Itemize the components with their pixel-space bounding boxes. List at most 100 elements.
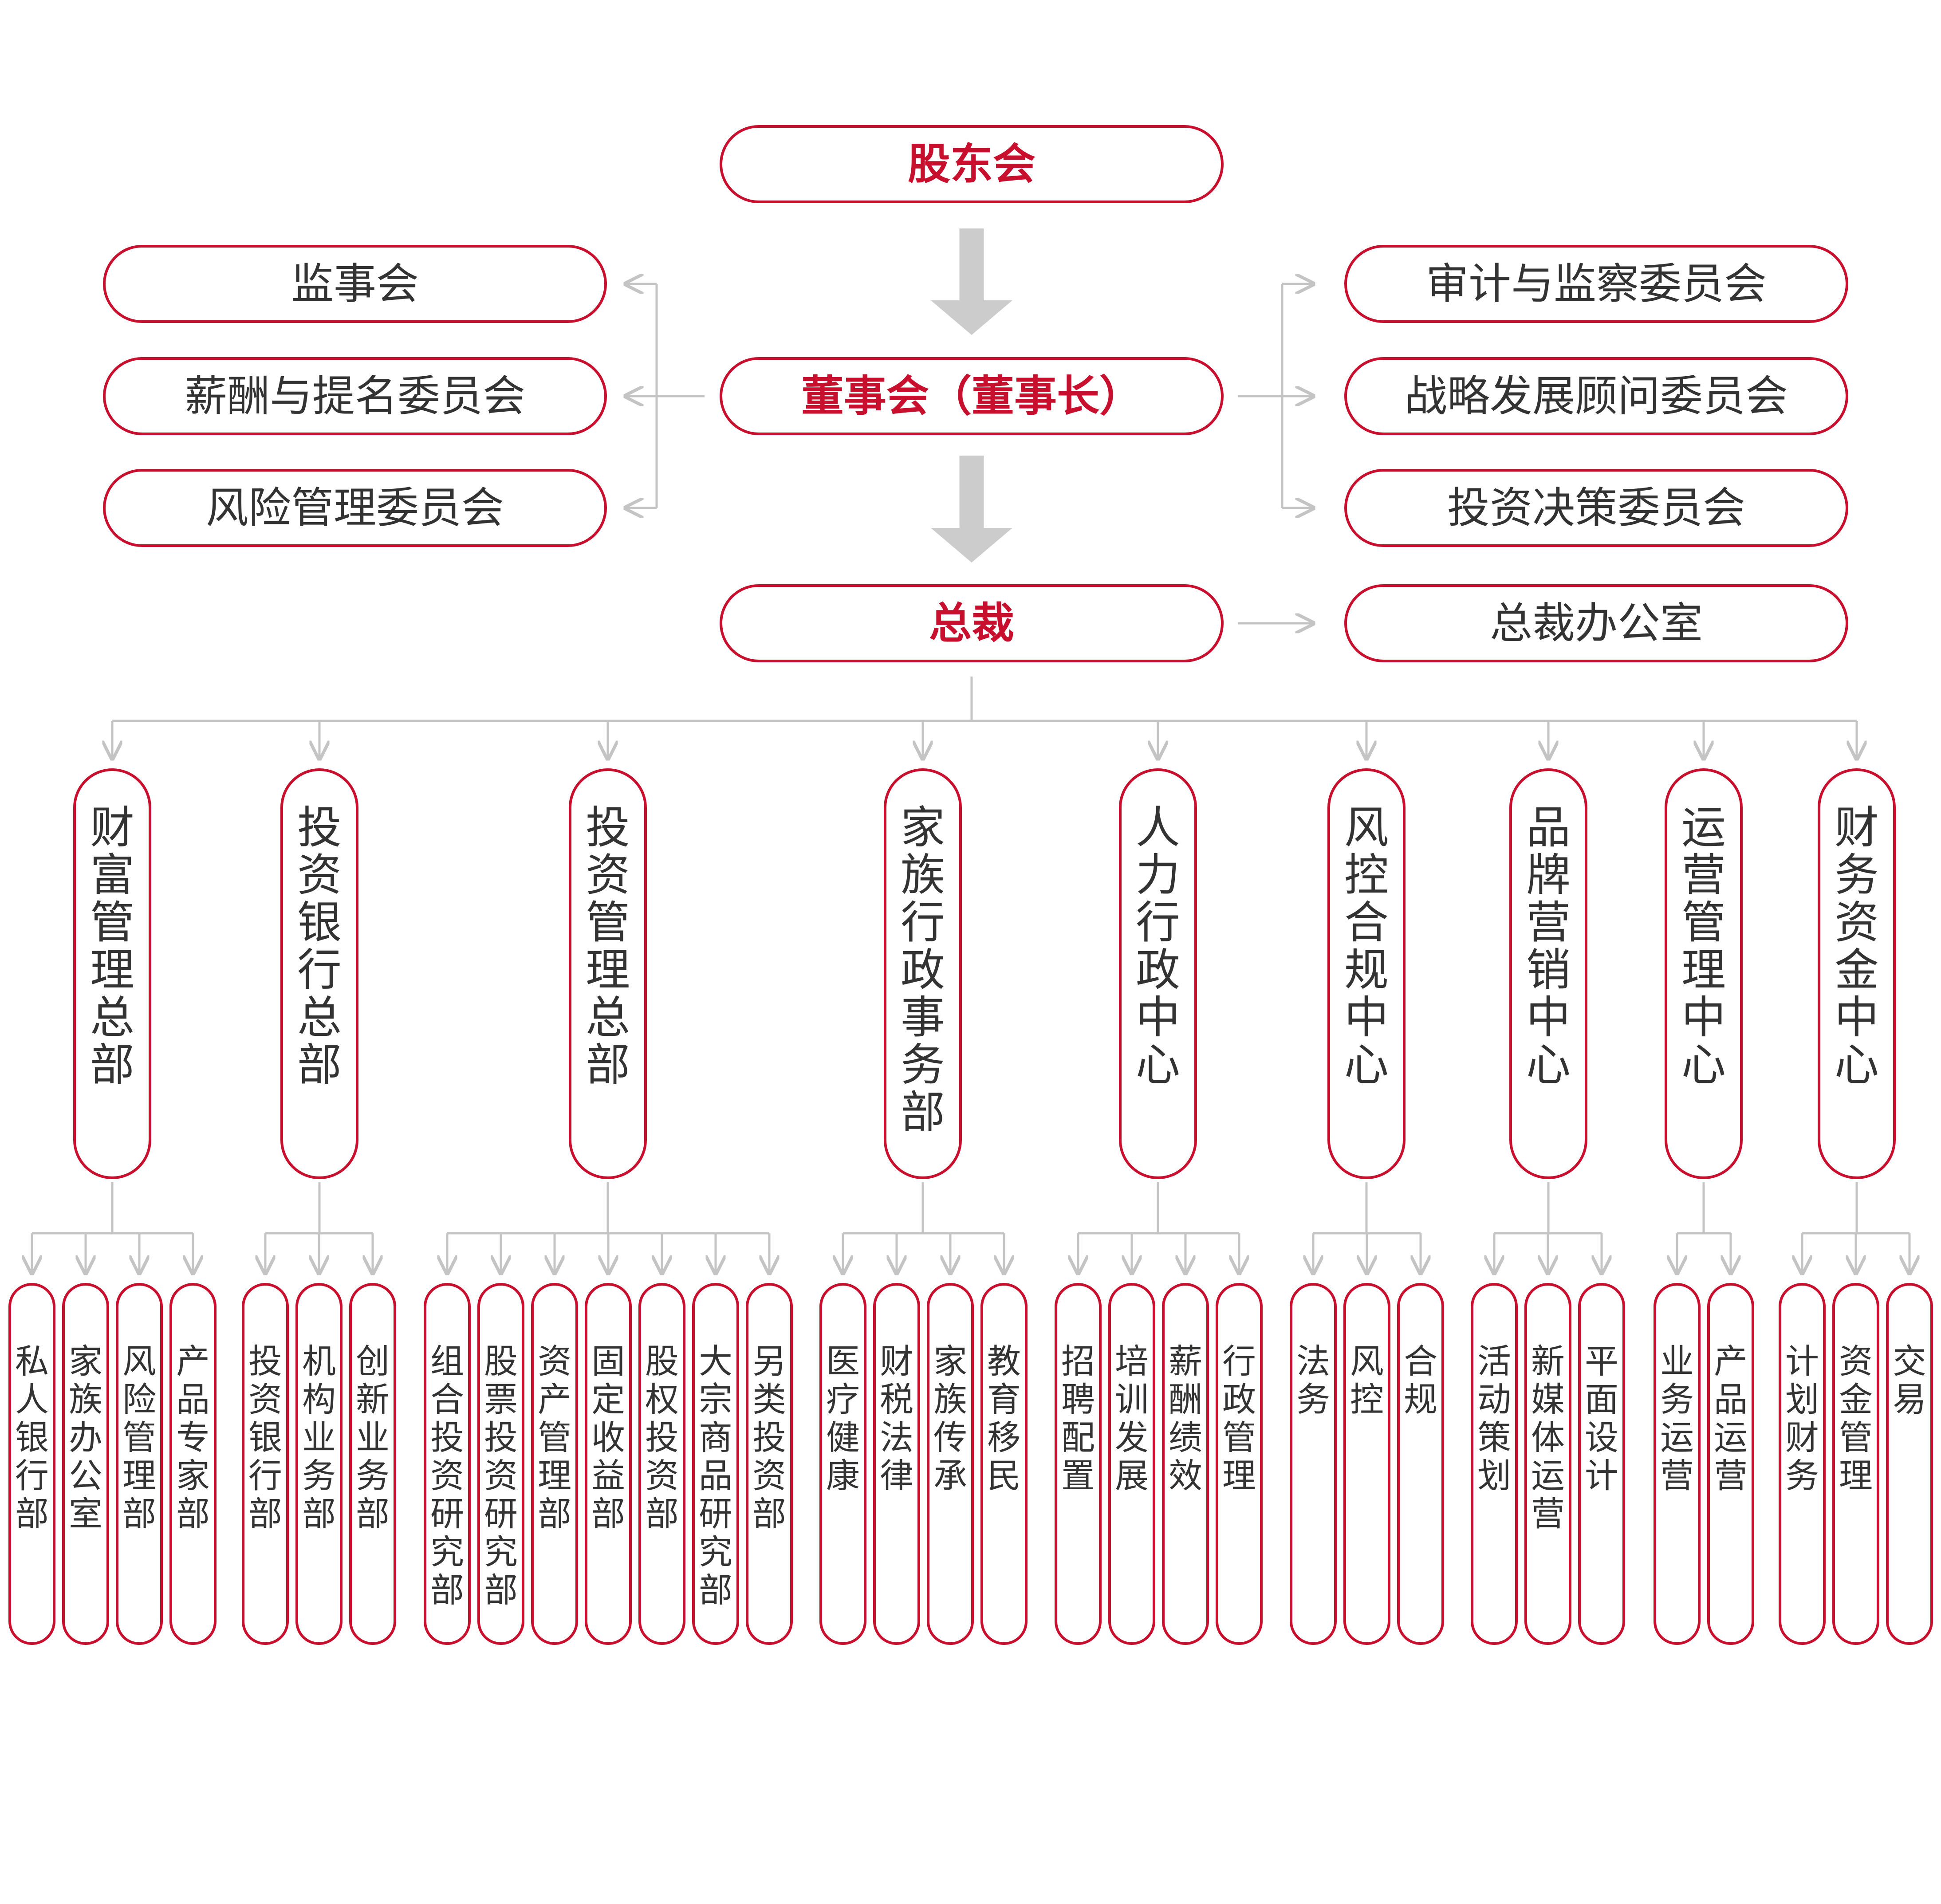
- unit-box: 创新业务部: [349, 1283, 396, 1645]
- unit-box-label: 行政管理: [1222, 1341, 1256, 1495]
- down-arrow-2: [931, 456, 1012, 563]
- left-committee-box-frame: [103, 469, 607, 547]
- division-box: 投资银行总部: [280, 768, 358, 1179]
- unit-box-label: 投资银行部: [248, 1341, 282, 1534]
- division-box-frame: [1665, 768, 1743, 1179]
- division-box-label: 家族行政事务部: [901, 802, 945, 1138]
- division-box: 风控合规中心: [1327, 768, 1406, 1179]
- unit-box: 固定收益部: [585, 1283, 632, 1645]
- unit-box-label: 资金管理: [1839, 1341, 1873, 1495]
- unit-box-frame: [1471, 1283, 1518, 1645]
- unit-box: 资金管理: [1832, 1283, 1879, 1645]
- unit-box-frame: [169, 1283, 217, 1645]
- unit-box-frame: [873, 1283, 920, 1645]
- unit-box-label: 家族传承: [933, 1341, 967, 1495]
- unit-box: 另类投资部: [746, 1283, 793, 1645]
- unit-box-frame: [1578, 1283, 1625, 1645]
- right-committee-box: 投资决策委员会: [1344, 469, 1848, 547]
- division-box: 财富管理总部: [73, 768, 151, 1179]
- right-committee-box: 战略发展顾问委员会: [1344, 357, 1848, 435]
- division-box-label: 投资银行总部: [297, 802, 342, 1091]
- shareholders-box-label: 股东会: [908, 139, 1035, 189]
- unit-box: 培训发展: [1108, 1283, 1155, 1645]
- left-committee-box-label: 风险管理委员会: [206, 483, 504, 533]
- unit-box: 产品专家部: [169, 1283, 217, 1645]
- board-box: 董事会（董事长）: [720, 357, 1224, 435]
- unit-box-frame: [8, 1283, 55, 1645]
- right-committee-box-frame: [1344, 245, 1848, 323]
- unit-box: 医疗健康: [819, 1283, 866, 1645]
- president-box-frame: [720, 584, 1224, 662]
- unit-box-label: 培训发展: [1115, 1341, 1149, 1495]
- unit-box-frame: [116, 1283, 163, 1645]
- division-box-frame: [884, 768, 962, 1179]
- unit-box-label: 法务: [1296, 1341, 1330, 1419]
- division-box-frame: [1509, 768, 1587, 1179]
- unit-box: 平面设计: [1578, 1283, 1625, 1645]
- unit-box-label: 活动策划: [1477, 1341, 1511, 1495]
- unit-box-frame: [1779, 1283, 1826, 1645]
- division-box-label: 运营管理中心: [1681, 802, 1726, 1091]
- unit-box: 大宗商品研究部: [692, 1283, 739, 1645]
- unit-box: 股票投资研究部: [477, 1283, 524, 1645]
- unit-box-label: 股权投资部: [645, 1341, 679, 1534]
- division-box-frame: [1818, 768, 1896, 1179]
- flow-arrows: [931, 228, 1012, 563]
- unit-box-label: 风险管理部: [122, 1341, 156, 1534]
- unit-box-label: 医疗健康: [826, 1341, 860, 1495]
- division-box-label: 投资管理总部: [586, 802, 630, 1091]
- unit-box: 家族传承: [927, 1283, 974, 1645]
- division-box-frame: [73, 768, 151, 1179]
- unit-box-frame: [295, 1283, 343, 1645]
- unit-box-frame: [62, 1283, 109, 1645]
- unit-box-frame: [638, 1283, 685, 1645]
- unit-box-label: 固定收益部: [591, 1341, 625, 1534]
- unit-box-frame: [980, 1283, 1028, 1645]
- left-committee-box-label: 薪酬与提名委员会: [185, 371, 525, 421]
- unit-box-frame: [585, 1283, 632, 1645]
- unit-box-label: 大宗商品研究部: [699, 1341, 732, 1610]
- president-office-box-frame: [1344, 584, 1848, 662]
- unit-box-label: 薪酬绩效: [1169, 1341, 1202, 1495]
- unit-box-label: 财税法律: [880, 1341, 913, 1495]
- unit-box-frame: [477, 1283, 524, 1645]
- division-box: 品牌营销中心: [1509, 768, 1587, 1179]
- unit-box-frame: [927, 1283, 974, 1645]
- unit-box: 活动策划: [1471, 1283, 1518, 1645]
- president-office-box: 总裁办公室: [1344, 584, 1848, 662]
- right-committee-box-label: 审计与监察委员会: [1426, 259, 1767, 309]
- unit-box: 法务: [1290, 1283, 1337, 1645]
- unit-box: 交易: [1886, 1283, 1933, 1645]
- unit-box: 财税法律: [873, 1283, 920, 1645]
- unit-box: 薪酬绩效: [1162, 1283, 1209, 1645]
- division-box: 投资管理总部: [569, 768, 647, 1179]
- division-box-label: 财务资金中心: [1835, 802, 1879, 1091]
- shareholders-box: 股东会: [720, 125, 1224, 203]
- unit-box: 私人银行部: [8, 1283, 55, 1645]
- unit-box: 组合投资研究部: [424, 1283, 471, 1645]
- unit-box-label: 机构业务部: [302, 1341, 336, 1534]
- down-arrow-1: [931, 228, 1012, 335]
- shareholders-box-frame: [720, 125, 1224, 203]
- unit-box-label: 创新业务部: [356, 1341, 390, 1534]
- unit-box-frame: [1524, 1283, 1571, 1645]
- unit-box-label: 平面设计: [1585, 1341, 1618, 1495]
- left-committee-box: 监事会: [103, 245, 607, 323]
- unit-box: 资产管理部: [531, 1283, 578, 1645]
- unit-box: 家族办公室: [62, 1283, 109, 1645]
- president-box-label: 总裁: [929, 598, 1014, 648]
- board-box-label: 董事会（董事长）: [801, 371, 1142, 421]
- right-committee-box-frame: [1344, 469, 1848, 547]
- unit-box: 产品运营: [1707, 1283, 1754, 1645]
- unit-box-label: 产品运营: [1714, 1341, 1748, 1495]
- unit-box: 计划财务: [1779, 1283, 1826, 1645]
- unit-box-label: 新媒体运营: [1531, 1341, 1565, 1534]
- unit-box-frame: [1654, 1283, 1701, 1645]
- division-box-frame: [1327, 768, 1406, 1179]
- unit-box: 招聘配置: [1055, 1283, 1102, 1645]
- unit-box-frame: [1886, 1283, 1933, 1645]
- unit-box: 机构业务部: [295, 1283, 343, 1645]
- unit-box-frame: [349, 1283, 396, 1645]
